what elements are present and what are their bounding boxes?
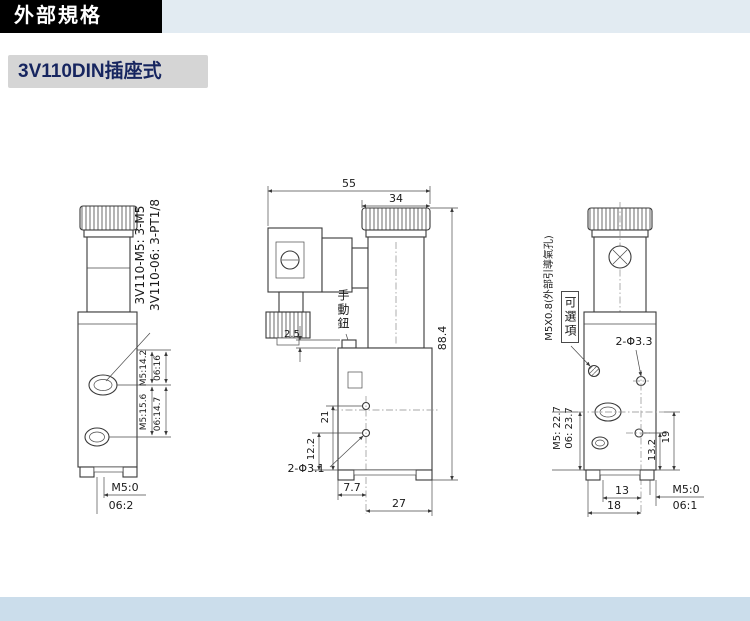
end-view-base-dim: M5:0 06:1 [649,480,704,512]
dim-height-label: 88.4 [436,326,449,351]
page-title: 外部規格 [0,0,162,33]
front-coil-cap [361,207,431,231]
optional-label: 可選項 [561,291,579,343]
dim-pitch-label: 27 [392,497,406,510]
dim-13-label: 13 [615,484,629,497]
end-base-step [599,469,641,476]
end-view: M5X0.8(外部引導氣孔) 2-Φ3.3 M5: 22.7 06: 23.7 … [542,202,704,517]
port-height-06-label: 06: 23.7 [564,407,575,449]
front-view-valve-outline [332,207,438,514]
dim-height-88-4: 88.4 [430,207,458,481]
side-coil-cap [79,205,138,231]
side-foot-left [79,466,95,478]
front-foot-right [415,469,433,481]
side-view-port-dims: M5:14.2 M5:15.6 06:16 06:14.7 [109,349,171,438]
front-view: 55 34 88.4 2.5 21 [265,177,458,516]
port-dim-m5-upper: M5:14.2 [139,350,149,387]
dim-19: 19 [661,411,680,471]
optional-pilot-port [587,364,601,378]
port-dim-06-upper: 06:16 [153,355,163,381]
holes-label-3-1: 2-Φ3.1 [287,462,324,475]
front-view-connector [265,227,369,346]
cable-gland-nut [265,311,311,339]
side-view-base-dim: M5:0 06:2 [96,477,146,514]
side-view: 3V110-M5: 3-M5 3V110-06: 3-PT1/8 M5:14.2… [77,199,171,514]
front-coil-flange [365,229,427,238]
dim-button-2-5: 2.5 [284,326,349,362]
dim-coil-label: 34 [389,192,403,205]
model-label-m5: 3V110-M5: 3-M5 [133,206,147,305]
manual-button [341,339,357,349]
holes-label-3-3: 2-Φ3.3 [615,335,652,348]
label-pilot: M5X0.8(外部引導氣孔) [542,235,591,367]
dim-pitch-27: 27 [365,480,433,516]
dim-offset-label: 7.7 [343,481,361,494]
dim-button-label: 2.5 [284,329,300,340]
end-foot-left [585,469,601,481]
dim-width-55: 55 [267,177,431,226]
connector-screw [280,250,300,270]
end-view-valve-outline [578,202,664,514]
bottom-strip [0,597,750,621]
side-coil-body [86,236,131,313]
dim-width-label: 55 [342,177,356,190]
front-valve-body [337,347,433,471]
dim-offset-7-7: 7.7 [337,480,367,500]
mount-hole-lower [361,428,371,438]
side-coil-flange [83,229,134,238]
dim-hole-12-2: 12.2 [306,432,362,471]
base-dim-m5: M5:0 [111,481,138,494]
dim-18: 18 [587,480,642,517]
dim-hole-21: 21 [320,405,362,471]
cable-neck [278,291,304,313]
end-base-dim-m5: M5:0 [672,483,699,496]
side-foot-right [122,466,138,478]
dim-hole-upper-label: 21 [320,411,331,424]
end-base-dim-06: 06:1 [673,499,698,512]
base-dim-06: 06:2 [109,499,134,512]
dim-hole-height-label: 13.2 [647,439,658,461]
port-dim-m5-lower: M5:15.6 [139,393,149,430]
product-title: 3V110DIN插座式 [8,55,208,88]
end-port-small [591,436,609,450]
side-view-model-labels: 3V110-M5: 3-M5 3V110-06: 3-PT1/8 [105,199,162,382]
model-label-06: 3V110-06: 3-PT1/8 [148,199,162,311]
port-height-m5-label: M5: 22.7 [552,406,563,450]
dim-13: 13 [602,480,642,502]
dim-18-label: 18 [607,499,621,512]
mount-hole-upper [361,401,371,411]
dim-coil-34: 34 [361,192,431,208]
label-holes-3-3: 2-Φ3.3 [615,335,653,377]
dim-port-height: M5: 22.7 06: 23.7 [552,406,584,471]
manual-button-label: 手動鈕 [336,289,350,331]
front-base-step [353,469,417,476]
side-base-step [93,466,124,473]
dim-hole-lower-label: 12.2 [306,438,317,460]
exhaust-port [347,371,363,389]
end-foot-right [639,469,655,481]
dim-13-2: 13.2 [644,432,680,471]
end-valve-body [583,311,657,471]
connector-elbow [321,237,353,293]
pilot-port-label: M5X0.8(外部引導氣孔) [542,235,555,341]
label-holes-3-1: 2-Φ3.1 [287,435,364,475]
port-dim-06-lower: 06:14.7 [153,397,163,432]
dim-port-height-label: 19 [661,431,672,444]
front-foot-left [337,469,355,481]
side-view-valve-outline [77,205,138,478]
